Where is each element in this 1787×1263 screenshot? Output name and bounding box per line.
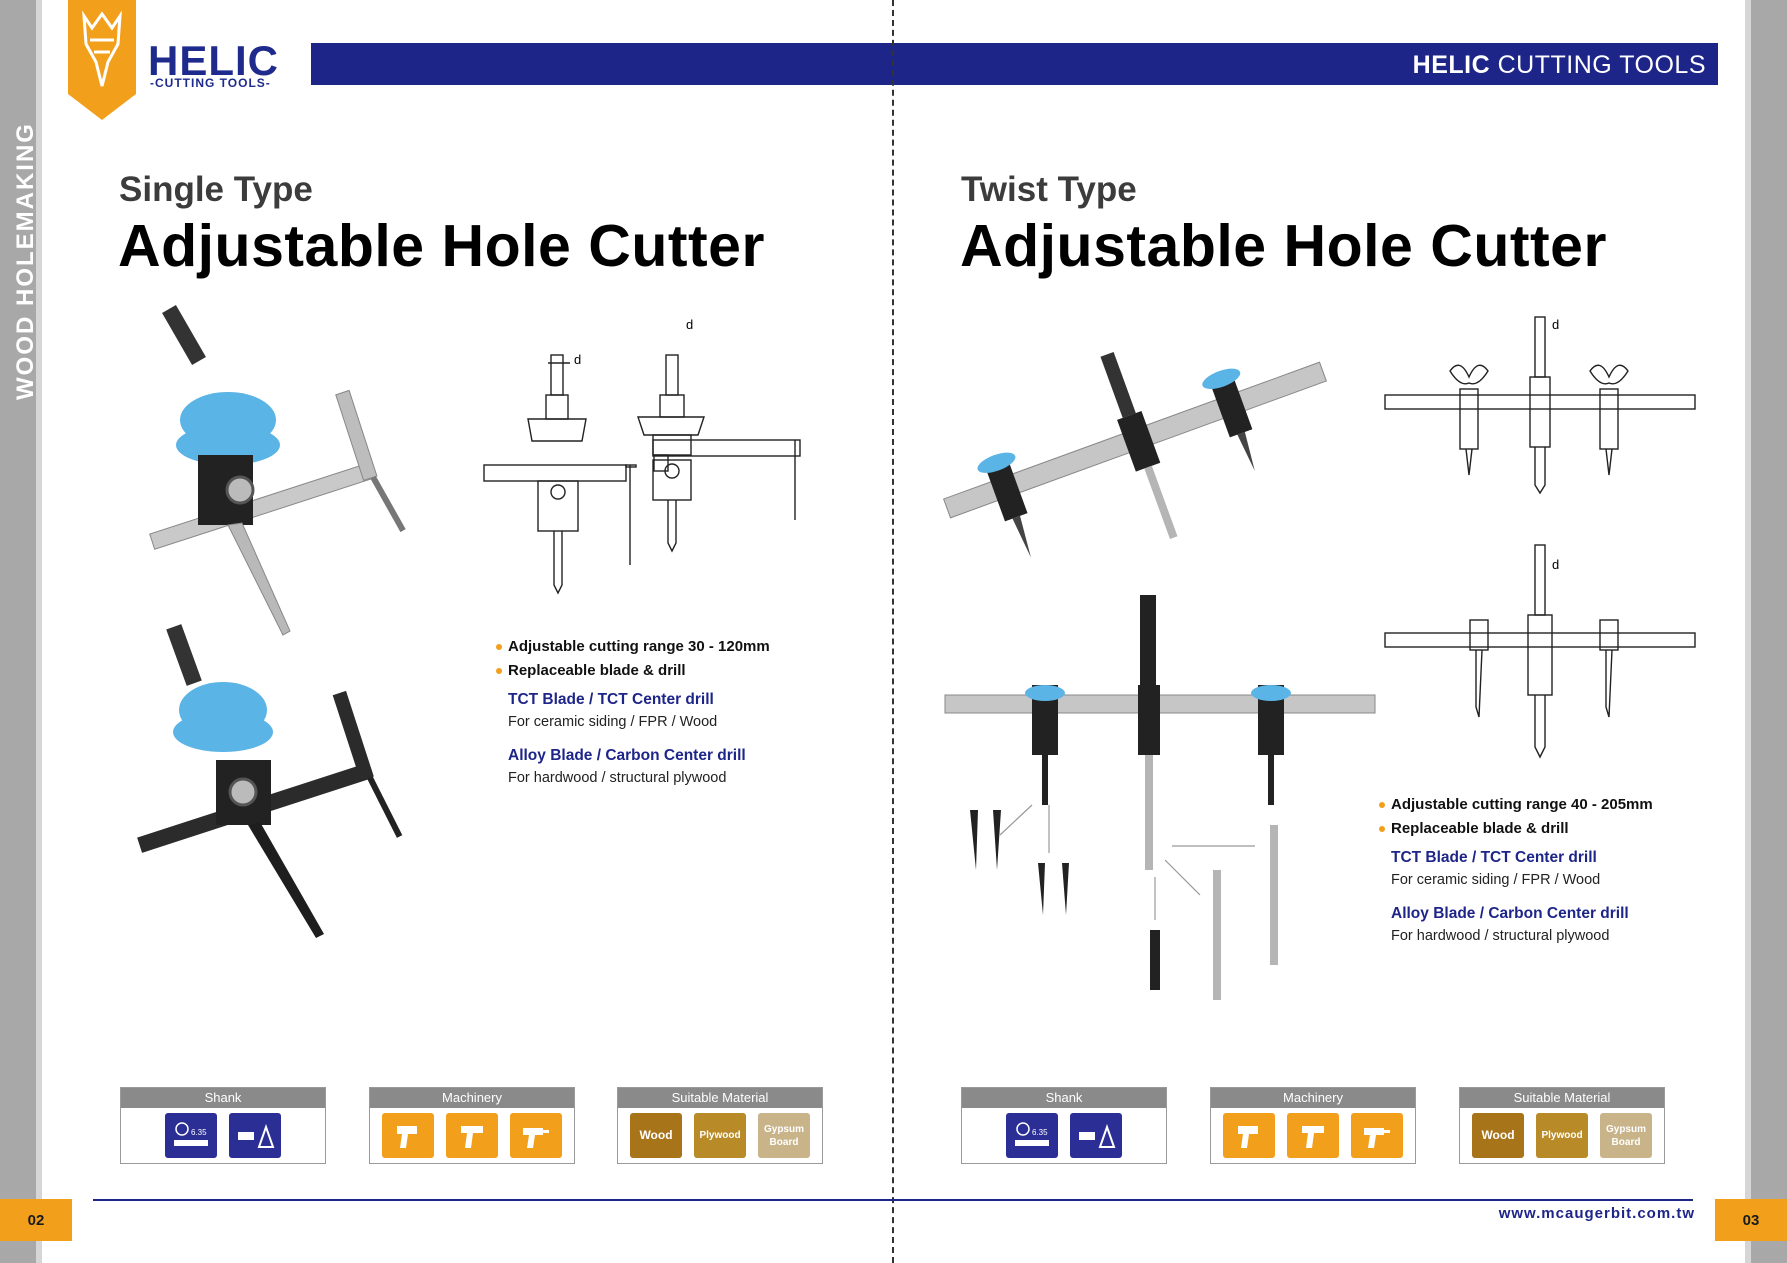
right-side-bar: WOOD HOLEMAKING: [1745, 0, 1787, 1263]
single-type-tool-photo-bottom: [137, 624, 403, 938]
spec-header: Machinery: [1211, 1088, 1415, 1108]
triangle-shank-icon: [1070, 1113, 1122, 1158]
left-features: Adjustable cutting range 30 - 120mm Repl…: [496, 638, 836, 786]
spec-header: Machinery: [370, 1088, 574, 1108]
spec-header: Suitable Material: [1460, 1088, 1664, 1108]
left-title: Adjustable Hole Cutter: [118, 213, 765, 279]
blade-type-desc: For hardwood / structural plywood: [1391, 928, 1610, 944]
material-gypsum-icon: Gypsum Board: [758, 1113, 810, 1158]
bullet-icon: [496, 667, 502, 674]
triangle-shank-icon: [229, 1113, 281, 1158]
feature-item: Adjustable cutting range 30 - 120mm: [496, 638, 836, 655]
page-number-right: 03: [1715, 1199, 1787, 1241]
single-type-dimension-drawing: d d: [483, 317, 801, 595]
footer-website[interactable]: www.mcaugerbit.com.tw: [1498, 1205, 1695, 1222]
spec-machinery-right: Machinery: [1210, 1087, 1416, 1164]
spec-header: Suitable Material: [618, 1088, 822, 1108]
bullet-icon: [1379, 801, 1385, 808]
twist-type-tool-photo-top: [943, 352, 1327, 558]
spec-header: Shank: [962, 1088, 1166, 1108]
feature-item: Adjustable cutting range 40 - 205mm: [1379, 796, 1719, 813]
twist-type-tool-photo-bottom: [944, 595, 1376, 1000]
dimension-label: d: [1552, 557, 1559, 572]
feature-item: Replaceable blade & drill: [1379, 820, 1719, 837]
blade-type-desc: For ceramic siding / FPR / Wood: [1391, 872, 1601, 888]
dimension-label: d: [574, 352, 581, 367]
material-wood-icon: Wood: [1472, 1113, 1524, 1158]
brand-crest-icon: [68, 0, 136, 120]
left-side-bar: WOOD HOLEMAKING: [0, 0, 42, 1263]
cordless-drill-icon: [1223, 1113, 1275, 1158]
dimension-label: d: [1552, 317, 1559, 332]
footer-rule: [93, 1199, 1693, 1201]
bullet-icon: [1379, 825, 1385, 832]
spec-machinery-left: Machinery: [369, 1087, 575, 1164]
hex-shank-icon: 6.35: [165, 1113, 217, 1158]
left-subtitle: Single Type: [119, 170, 313, 209]
page-divider: [892, 0, 894, 1263]
cordless-drill-icon: [382, 1113, 434, 1158]
spec-material-left: Suitable Material Wood Plywood Gypsum Bo…: [617, 1087, 823, 1164]
blade-type-title: TCT Blade / TCT Center drill: [1391, 849, 1597, 866]
side-bar-highlight: [1745, 0, 1751, 1263]
electric-drill-icon: [510, 1113, 562, 1158]
material-plywood-icon: Plywood: [694, 1113, 746, 1158]
right-features: Adjustable cutting range 40 - 205mm Repl…: [1379, 796, 1719, 944]
right-title: Adjustable Hole Cutter: [960, 213, 1607, 279]
material-plywood-icon: Plywood: [1536, 1113, 1588, 1158]
impact-driver-icon: [446, 1113, 498, 1158]
feature-item: Replaceable blade & drill: [496, 662, 836, 679]
svg-text:6.35: 6.35: [1032, 1128, 1048, 1137]
bullet-icon: [496, 643, 502, 650]
twist-type-dimension-drawing: d d: [1384, 316, 1696, 759]
brand-tagline: -CUTTING TOOLS-: [150, 76, 271, 90]
single-type-tool-photo-top: [149, 305, 406, 636]
blade-type-desc: For hardwood / structural plywood: [508, 770, 727, 786]
brand-logo: HELIC: [148, 37, 279, 84]
spec-shank-right: Shank 6.35: [961, 1087, 1167, 1164]
blade-type-desc: For ceramic siding / FPR / Wood: [508, 714, 718, 730]
side-label-left: WOOD HOLEMAKING: [12, 122, 39, 400]
spec-header: Shank: [121, 1088, 325, 1108]
spec-shank-left: Shank 6.35: [120, 1087, 326, 1164]
header-band: HELIC CUTTING TOOLS: [311, 43, 1718, 85]
impact-driver-icon: [1287, 1113, 1339, 1158]
material-gypsum-icon: Gypsum Board: [1600, 1113, 1652, 1158]
blade-type-title: Alloy Blade / Carbon Center drill: [508, 747, 746, 764]
header-band-title: HELIC CUTTING TOOLS: [1412, 51, 1706, 79]
page-number-left: 02: [0, 1199, 72, 1241]
spec-material-right: Suitable Material Wood Plywood Gypsum Bo…: [1459, 1087, 1665, 1164]
dimension-label: d: [686, 317, 693, 332]
material-wood-icon: Wood: [630, 1113, 682, 1158]
hex-shank-icon: 6.35: [1006, 1113, 1058, 1158]
svg-text:6.35: 6.35: [191, 1128, 207, 1137]
right-subtitle: Twist Type: [961, 170, 1137, 209]
blade-type-title: Alloy Blade / Carbon Center drill: [1391, 905, 1629, 922]
blade-type-title: TCT Blade / TCT Center drill: [508, 691, 714, 708]
side-bar-highlight: [36, 0, 42, 1263]
electric-drill-icon: [1351, 1113, 1403, 1158]
